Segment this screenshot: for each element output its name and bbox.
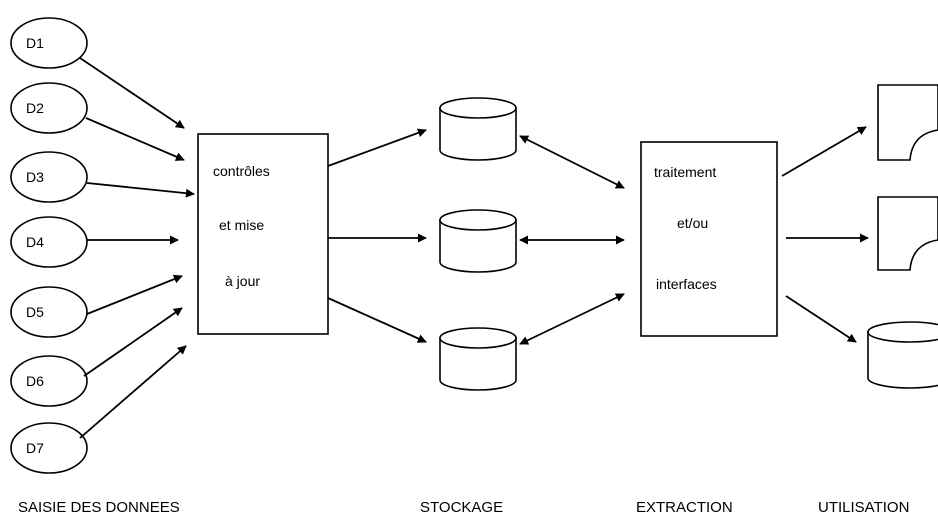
input-nodes: D1 D2 D3 D4 D5 D6 D7: [10, 17, 88, 474]
control-box-line3: à jour: [225, 273, 260, 289]
arrow-storage-extraction-1: [519, 135, 625, 189]
stage-label-extraction: EXTRACTION: [636, 499, 733, 516]
input-label-d1: D1: [26, 35, 44, 51]
extraction-box: traitement et/ou interfaces: [640, 141, 778, 337]
input-node-d4: D4: [10, 216, 88, 268]
input-node-d3: D3: [10, 151, 88, 203]
input-node-d1: D1: [10, 17, 88, 69]
control-to-storage-arrows: [327, 128, 427, 343]
extraction-box-line3: interfaces: [656, 276, 717, 292]
arrow-extraction-to-output-3: [785, 295, 857, 343]
stage-labels: SAISIE DES DONNEES STOCKAGE EXTRACTION U…: [18, 499, 909, 516]
stage-label-stockage: STOCKAGE: [420, 499, 503, 516]
input-label-d3: D3: [26, 169, 44, 185]
document-icon: [877, 84, 938, 161]
control-box-line2: et mise: [219, 217, 264, 233]
input-node-d2: D2: [10, 82, 88, 134]
arrow-control-to-storage-3: [327, 297, 427, 343]
storage-databases: [439, 97, 517, 391]
arrow-control-to-storage-1: [327, 128, 427, 167]
database-icon: [867, 321, 938, 389]
input-label-d6: D6: [26, 373, 44, 389]
database-icon: [439, 97, 517, 161]
input-label-d7: D7: [26, 440, 44, 456]
document-icon: [877, 196, 938, 271]
stage-label-utilisation: UTILISATION: [818, 499, 909, 516]
stage-label-saisie: SAISIE DES DONNEES: [18, 499, 180, 516]
arrow-d2-to-control: [85, 117, 185, 161]
arrow-d5-to-control: [86, 274, 183, 315]
input-node-d6: D6: [10, 355, 88, 407]
extraction-to-output-arrows: [781, 126, 869, 343]
control-box-line1: contrôles: [213, 163, 270, 179]
arrow-d7-to-control: [79, 345, 187, 439]
input-label-d4: D4: [26, 234, 44, 250]
extraction-box-line2: et/ou: [677, 215, 708, 231]
input-label-d5: D5: [26, 304, 44, 320]
input-node-d7: D7: [10, 422, 88, 474]
storage-extraction-arrows: [519, 135, 625, 345]
database-icon: [439, 327, 517, 391]
arrow-storage-extraction-3: [519, 293, 625, 345]
arrow-extraction-to-output-1: [781, 126, 867, 177]
input-label-d2: D2: [26, 100, 44, 116]
arrow-d3-to-control: [86, 182, 195, 198]
control-box: contrôles et mise à jour: [197, 133, 329, 335]
output-symbols: [867, 84, 938, 389]
arrow-d6-to-control: [83, 307, 183, 377]
input-node-d5: D5: [10, 286, 88, 338]
extraction-box-line1: traitement: [654, 164, 716, 180]
arrow-d1-to-control: [79, 57, 185, 129]
input-arrows: [79, 57, 195, 439]
database-icon: [439, 209, 517, 273]
